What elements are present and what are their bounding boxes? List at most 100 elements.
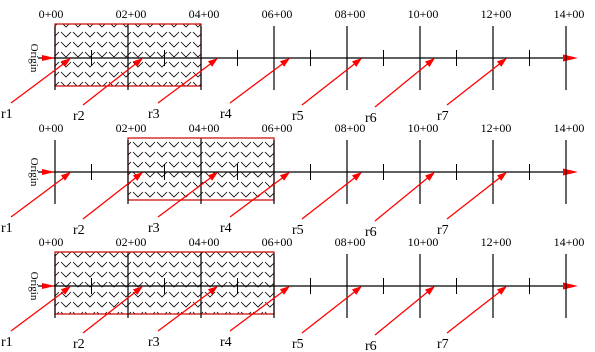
station-label: 08+00 [335,7,366,21]
station-label: 0+00 [39,235,64,249]
station-label: 10+00 [408,235,439,249]
ray-label: r4 [220,107,232,122]
end-arrow-head [563,168,578,176]
ray-line [229,61,286,104]
end-arrow-head [563,54,578,62]
ray-arrow-head [425,58,435,68]
ray-label: r7 [437,337,449,352]
station-label: 06+00 [262,7,293,21]
origin-label: Origin [28,158,40,187]
origin-arrow-head [42,169,55,175]
ray-label: r6 [365,225,377,240]
ray-label: r6 [365,339,377,352]
ray-arrow-head [351,58,362,67]
ray-line [82,289,139,334]
panel-3: Origin 0+00 02+00 04+00 06+00 08+00 10+00 12+00… [1,235,584,352]
station-label: 10+00 [408,7,439,21]
station-label: 02+00 [116,235,147,249]
ray-arrow-head [351,172,362,181]
ray-label: r1 [1,221,13,236]
ray-line [10,175,67,218]
origin-label: Origin [28,272,40,301]
ray-arrow-head [132,172,143,181]
ray-line [82,175,139,220]
ray-line [301,175,358,220]
station-label: 04+00 [189,235,220,249]
ray-label: r5 [292,109,304,124]
ray-label: r3 [148,221,160,236]
panels-layer: Origin 0+00 02+00 04+00 06+00 08+00 10+00 12+00… [1,7,584,352]
ray-arrow-head [496,58,507,67]
ray-line [374,61,431,108]
station-label: 0+00 [39,7,64,21]
ray-arrow-head [207,58,218,67]
ray-label: r2 [73,223,85,238]
ray-arrow-head [425,286,435,296]
ray-line [157,175,214,218]
station-label: 06+00 [262,121,293,135]
station-label: 12+00 [481,7,512,21]
station-label: 02+00 [116,121,147,135]
ray-arrow-head [60,286,71,295]
ray-arrow-head [279,58,290,67]
station-label: 12+00 [481,121,512,135]
station-label: 12+00 [481,235,512,249]
ray-arrow-head [496,286,507,295]
origin-arrow-head [42,55,55,61]
ray-line [10,61,67,104]
station-label: 08+00 [335,235,366,249]
ray-label: r4 [220,335,232,350]
ray-arrow-head [207,172,218,181]
station-label: 10+00 [408,121,439,135]
ray-label: r3 [148,335,160,350]
panel-2: Origin 0+00 02+00 04+00 06+00 08+00 10+00 12+00… [1,121,584,240]
ray-label: r5 [292,337,304,352]
ray-line [229,175,286,218]
ray-line [446,175,503,220]
station-label: 14+00 [554,7,585,21]
ray-label: r5 [292,223,304,238]
ray-label: r7 [437,223,449,238]
station-label: 02+00 [116,7,147,21]
ray-line [374,289,431,336]
station-label: 04+00 [189,121,220,135]
ray-label: r6 [365,111,377,126]
ray-arrow-head [425,172,435,182]
station-label: 14+00 [554,235,585,249]
ray-line [157,289,214,332]
ray-label: r1 [1,107,13,122]
ray-line [301,289,358,334]
station-label: 04+00 [189,7,220,21]
ray-label: r1 [1,335,13,350]
ray-arrow-head [60,172,71,181]
station-label: 08+00 [335,121,366,135]
ray-arrow-head [351,286,362,295]
ray-arrow-head [132,58,143,67]
ray-arrow-head [60,58,71,67]
ray-line [446,61,503,106]
end-arrow-head [563,282,578,290]
ray-label: r2 [73,109,85,124]
origin-label: Origin [28,44,40,73]
ray-line [229,289,286,332]
origin-arrow-head [42,283,55,289]
ray-label: r4 [220,221,232,236]
ray-label: r3 [148,107,160,122]
ray-line [301,61,358,106]
station-label: 14+00 [554,121,585,135]
ray-arrow-head [279,172,290,181]
ray-label: r7 [437,109,449,124]
ray-arrow-head [496,172,507,181]
ray-arrow-head [279,286,290,295]
station-label: 06+00 [262,235,293,249]
ray-arrow-head [207,286,218,295]
panel-1: Origin 0+00 02+00 04+00 06+00 08+00 10+00 12+00… [1,7,584,126]
ray-line [10,289,67,332]
ray-line [374,175,431,222]
ray-line [446,289,503,334]
ray-arrow-head [132,286,143,295]
ray-line [157,61,214,104]
station-label: 0+00 [39,121,64,135]
ray-line [82,61,139,106]
